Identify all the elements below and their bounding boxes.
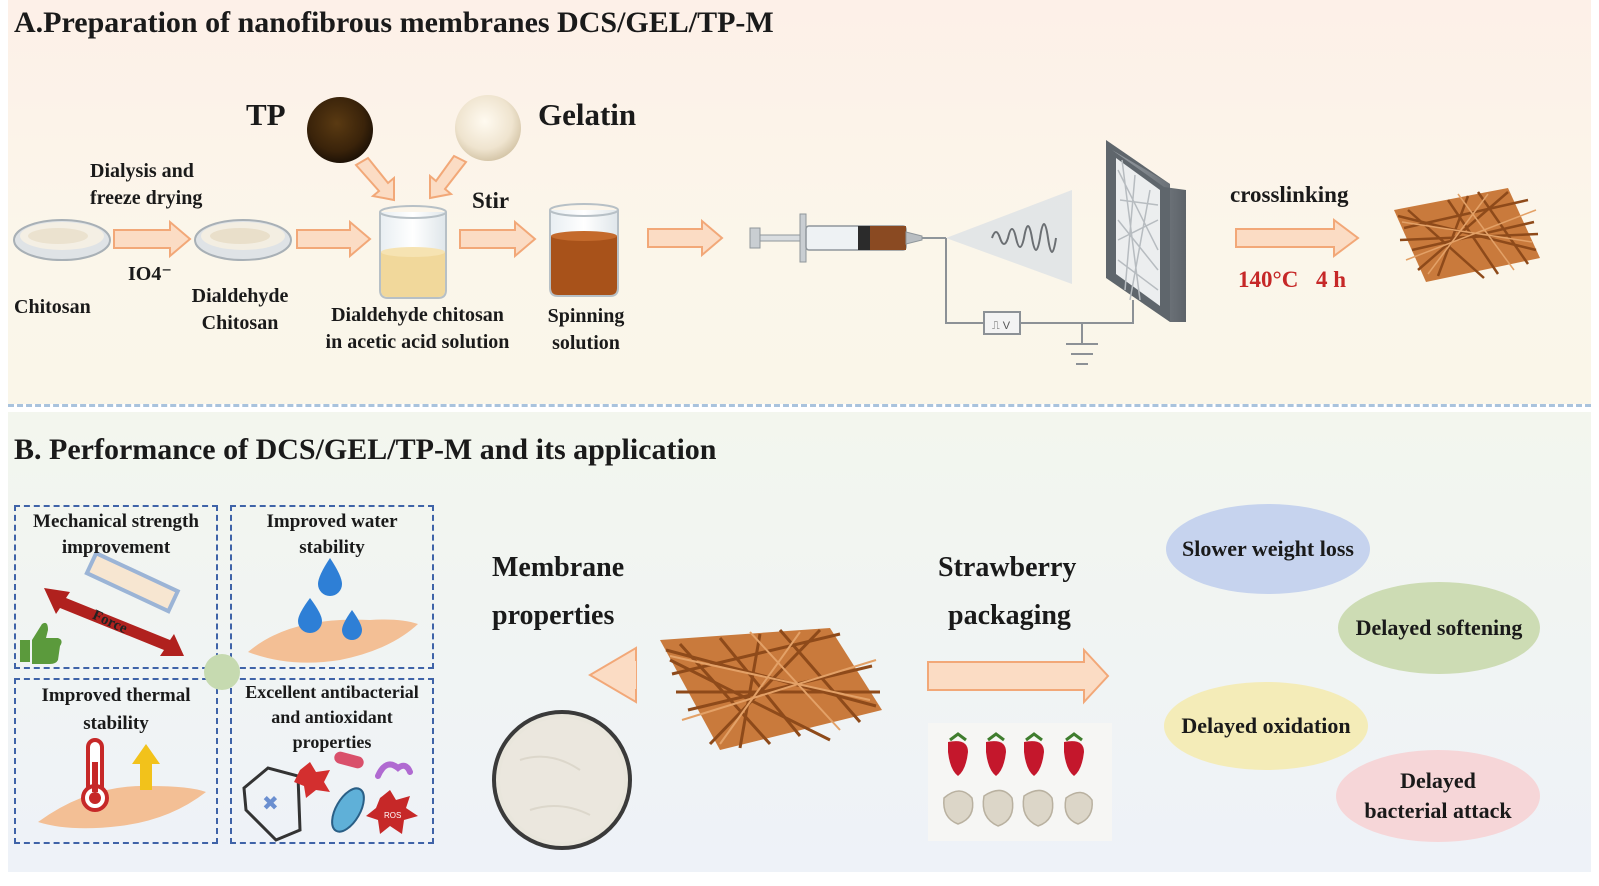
- thermal-stability-box: [14, 678, 218, 844]
- arrow-tp-down: [354, 156, 395, 202]
- strawberry-label-line1: Strawberry: [938, 552, 1077, 583]
- thermal-line1: Improved thermal: [41, 685, 191, 706]
- dialdehyde-label-line1: Dialdehyde: [191, 285, 289, 307]
- nanofiber-membrane-large-icon: [660, 628, 882, 750]
- arrow-to-beaker: [296, 219, 372, 259]
- electrospinning-jet-icon: [946, 190, 1072, 284]
- chitosan-dish-icon: [13, 219, 111, 261]
- thumbs-up-icon: [20, 622, 62, 664]
- nanofiber-membrane-small-icon: [1394, 188, 1540, 282]
- bacteria-icon: ✖ ROS: [242, 751, 418, 842]
- mechanical-line1: Mechanical strength: [33, 511, 199, 532]
- thermal-line2: stability: [83, 713, 149, 734]
- water-stability-box: [230, 505, 434, 669]
- arrow-to-syringe: [647, 218, 724, 258]
- mechanical-line2: improvement: [61, 537, 171, 558]
- collector-plate-icon: [1106, 140, 1186, 322]
- arrow-strawberry-packaging: [927, 647, 1110, 705]
- center-node: [204, 654, 240, 690]
- bacterial-line2: bacterial attack: [1364, 798, 1512, 823]
- panel-separator: [8, 404, 1591, 407]
- dialdehyde-dish-icon: [194, 219, 292, 261]
- panel-a-graphics: ⎍ V: [13, 95, 1360, 365]
- dcs-solution-line2: in acetic acid solution: [325, 331, 510, 353]
- antibac-line2: and antioxidant: [271, 707, 393, 727]
- antibac-line3: properties: [292, 732, 372, 752]
- strawberry-label-line2: packaging: [948, 600, 1071, 631]
- membrane-powder-icon: [492, 710, 632, 850]
- thermometer-icon: [38, 738, 206, 829]
- beaker-spinning-icon: [549, 203, 619, 297]
- dialdehyde-label-line2: Chitosan: [201, 312, 279, 334]
- arrow-dialysis: [113, 219, 192, 259]
- crosslink-temperature: 140°C: [1238, 267, 1299, 292]
- thermal-stability-label: Improved thermal stability: [14, 682, 218, 738]
- antibac-line1: Excellent antibacterial: [245, 682, 419, 702]
- dialysis-label-line2: freeze drying: [90, 187, 203, 209]
- effect-oxidation: Delayed oxidation: [1164, 682, 1368, 770]
- membrane-label-line2: properties: [492, 600, 615, 631]
- beaker-dcs-icon: [379, 205, 447, 299]
- svg-text:✖: ✖: [262, 793, 279, 815]
- arrow-membrane-properties: [588, 646, 637, 704]
- panel-a-background: [8, 0, 1591, 404]
- wrapped-strawberry-icon: [943, 789, 1093, 827]
- tp-powder-icon: [307, 97, 373, 163]
- panel-a-title: A.Preparation of nanofibrous membranes D…: [14, 6, 774, 39]
- effect-softening: Delayed softening: [1338, 582, 1540, 674]
- antibacterial-box: [230, 678, 434, 844]
- dcs-solution-line1: Dialdehyde chitosan: [331, 304, 504, 326]
- spinning-solution-label: Spinning solution: [536, 303, 636, 357]
- effect-weight-loss: Slower weight loss: [1166, 504, 1370, 594]
- arrow-gelatin-down: [429, 154, 468, 200]
- mechanical-strength-label: Mechanical strength improvement: [14, 509, 218, 561]
- dialysis-label-line1: Dialysis and: [90, 160, 194, 182]
- ros-label: ROS: [384, 811, 401, 820]
- strawberry-icon: [948, 732, 1084, 776]
- tp-label: TP: [246, 97, 286, 132]
- dialysis-label: Dialysis and freeze drying: [90, 158, 220, 212]
- gelatin-powder-icon: [455, 95, 521, 161]
- voltage-icon: ⎍ V: [992, 320, 1011, 332]
- gelatin-label: Gelatin: [538, 97, 637, 132]
- arrow-stir: [459, 219, 537, 259]
- syringe-icon: [749, 213, 946, 263]
- strawberry-photo: [928, 723, 1112, 841]
- bacterial-line1: Delayed: [1400, 768, 1476, 793]
- panel-b-title: B. Performance of DCS/GEL/TP-M and its a…: [14, 433, 717, 466]
- mechanical-strength-box: [14, 505, 218, 669]
- water-stability-label: Improved water stability: [230, 509, 434, 561]
- antibacterial-label: Excellent antibacterial and antioxidant …: [230, 680, 434, 755]
- power-supply-circuit: [945, 238, 1134, 365]
- spinning-label-line1: Spinning: [547, 305, 625, 327]
- dcs-solution-label: Dialdehyde chitosan in acetic acid solut…: [310, 302, 525, 356]
- force-arrows-icon: Force: [44, 550, 184, 656]
- water-drops-icon: [248, 558, 418, 663]
- dialdehyde-chitosan-label: Dialdehyde Chitosan: [180, 283, 300, 337]
- water-line1: Improved water: [266, 511, 398, 532]
- effect-bacterial-attack: Delayed bacterial attack: [1336, 750, 1540, 842]
- spinning-label-line2: solution: [552, 332, 620, 354]
- periodate-label: IO4⁻: [128, 263, 172, 285]
- crosslink-time: 4 h: [1316, 267, 1347, 292]
- water-line2: stability: [299, 537, 365, 558]
- property-icons: Force ✖: [20, 550, 418, 842]
- chitosan-label: Chitosan: [14, 296, 91, 318]
- panel-b-center-graphics: [492, 628, 1112, 850]
- stir-label: Stir: [472, 188, 510, 213]
- force-label: Force: [90, 607, 130, 637]
- arrow-crosslinking: [1235, 218, 1360, 258]
- membrane-label-line1: Membrane: [492, 552, 625, 583]
- crosslinking-label: crosslinking: [1230, 182, 1349, 207]
